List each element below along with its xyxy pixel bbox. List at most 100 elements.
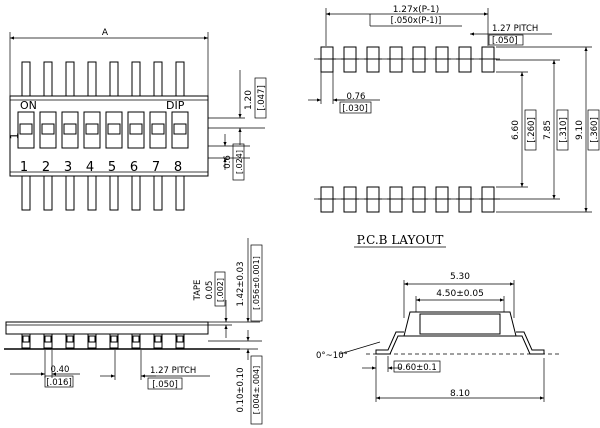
switch-actuator (63, 123, 77, 135)
switch-number: 8 (174, 160, 182, 175)
dim-a-label: A (102, 28, 109, 38)
side-lead-window (88, 335, 96, 343)
switch-slot (39, 111, 57, 149)
switch-actuator (19, 123, 33, 135)
right-lead (516, 331, 545, 355)
pcb-span-mm: 1.27x(P-1) (393, 5, 440, 15)
switch-actuator (41, 123, 55, 135)
side-lead (153, 333, 163, 349)
switch-slot (17, 111, 35, 149)
end-angle: 0°~10° (316, 351, 348, 361)
side-lead-window (44, 335, 52, 343)
switch-actuator (85, 123, 99, 135)
tape-label: TAPE (193, 280, 203, 302)
lower-lead (21, 175, 31, 211)
pcb-pad-bottom (458, 186, 472, 213)
pcb-pad-top (389, 46, 403, 73)
end-body (403, 311, 517, 337)
standoff-in: [.004±.004] (252, 366, 261, 415)
side-lead (21, 333, 31, 349)
switch-actuator (173, 123, 187, 135)
side-lead (87, 333, 97, 349)
on-label: ON (20, 99, 37, 112)
end-total-width: 8.10 (450, 389, 470, 399)
switch-cells (17, 111, 189, 149)
side-leads (21, 333, 185, 349)
dim-h-in: [.047] (257, 85, 267, 111)
pcb-pad-top (320, 46, 334, 73)
end-view: 5.30 4.50±0.05 0°~10° 0.60±0.1 8.10 (316, 272, 560, 402)
side-lead-window (154, 335, 162, 343)
lead-width-mm: 0.40 (51, 365, 70, 375)
dim-side-mm: 0.6 (223, 155, 233, 169)
switch-number: 6 (130, 160, 138, 175)
switch-actuator (129, 123, 143, 135)
pcb-span-in: [.050x(P-1)] (391, 16, 442, 26)
side-lead-window (176, 335, 184, 343)
pcb-pad-top (412, 46, 426, 73)
pad-width-in: [.030] (342, 104, 368, 114)
pcb-pad-bottom (343, 186, 357, 213)
upper-lead (21, 61, 31, 97)
upper-lead (43, 61, 53, 97)
pcb-pad-bottom (481, 186, 495, 213)
pcb-d2-mm: 7.85 (543, 120, 553, 140)
pcb-pad-top (481, 46, 495, 73)
pcb-pads (314, 46, 500, 213)
tape-mm: 0.05 (205, 281, 215, 300)
lower-lead (87, 175, 97, 211)
pcb-layout-view: 1.27x(P-1) [.050x(P-1)] 1.27 PITCH [.050… (308, 5, 600, 248)
side-pitch-mm: 1.27 PITCH (150, 366, 196, 376)
pcb-pad-bottom (412, 186, 426, 213)
switch-slot (83, 111, 101, 149)
upper-lead (175, 61, 185, 97)
lower-lead (65, 175, 75, 211)
end-top-width: 5.30 (450, 272, 470, 282)
side-view: TAPE 0.05 [.002] 1.42±0.03 [.056±0.001] … (4, 238, 263, 425)
switch-number: 3 (64, 160, 72, 175)
pcb-pad-top (458, 46, 472, 73)
side-lead-window (66, 335, 74, 343)
upper-leads (21, 61, 185, 97)
height-in: [.056±0.001] (252, 256, 261, 310)
tape-in: [.002] (216, 278, 225, 302)
side-lead (131, 333, 141, 349)
pcb-d2-in: [.310] (559, 117, 569, 143)
side-lead (109, 333, 119, 349)
end-inner-width: 4.50±0.05 (436, 289, 484, 299)
lower-lead (175, 175, 185, 211)
pcb-pad-top (343, 46, 357, 73)
side-body (5, 321, 209, 335)
pcb-pad-bottom (320, 186, 334, 213)
side-lead (175, 333, 185, 349)
switch-slot (61, 111, 79, 149)
lower-lead (43, 175, 53, 211)
lower-lead (153, 175, 163, 211)
side-lead-window (110, 335, 118, 343)
side-lead-window (132, 335, 140, 343)
dip-label: DIP (166, 99, 185, 112)
height-mm: 1.42±0.03 (236, 262, 246, 307)
side-lead-window (22, 335, 30, 343)
upper-lead (87, 61, 97, 97)
side-lead (43, 333, 53, 349)
end-lead-length: 0.60±0.1 (397, 363, 437, 373)
switch-number: 5 (108, 160, 116, 175)
lower-leads (21, 175, 185, 211)
switch-number: 2 (42, 160, 50, 175)
upper-lead (131, 61, 141, 97)
pcb-layout-title: P.C.B LAYOUT (357, 233, 444, 247)
switch-number: 1 (20, 160, 28, 175)
switch-actuator (107, 123, 121, 135)
side-pitch-in: [.050] (152, 380, 178, 390)
lead-width-in: [.016] (46, 378, 72, 388)
pcb-pad-top (435, 46, 449, 73)
pcb-pitch-in: [.050] (492, 36, 518, 46)
dim-h-mm: 1.20 (244, 90, 254, 110)
lower-lead (131, 175, 141, 211)
upper-lead (65, 61, 75, 97)
switch-number: 4 (86, 160, 94, 175)
